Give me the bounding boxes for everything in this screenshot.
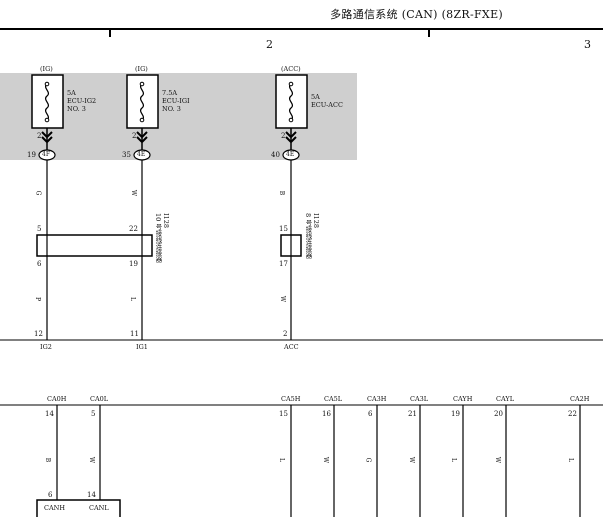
wire-color: L	[566, 458, 574, 462]
pin-number: 22	[129, 225, 138, 233]
wire-color: W	[279, 295, 287, 303]
pin-number: 6	[368, 410, 373, 418]
bottom-connector-box	[36, 499, 121, 517]
connector-name: I128 10 号接线连接器	[154, 213, 170, 262]
wire-color: W	[494, 456, 502, 464]
can-signal-label: CAYH	[453, 395, 473, 403]
wire-color: L	[277, 458, 285, 462]
connector-label: 10 号接线连接器	[154, 213, 162, 263]
pin-number: 19	[451, 410, 460, 418]
fuse-amp: 5A	[67, 89, 76, 97]
connector-code: 4E	[137, 151, 146, 158]
fuse-ecu-ig1	[126, 74, 159, 129]
pin-number: 35	[122, 151, 131, 159]
can-signal-label: CAYL	[496, 395, 515, 403]
pin-number: 11	[130, 330, 139, 338]
pin-number: 21	[408, 410, 417, 418]
pin-number: 14	[87, 491, 96, 499]
sheet-number-3: 3	[584, 38, 591, 51]
pin-number: 20	[494, 410, 503, 418]
wire-color: B	[278, 190, 286, 196]
connector-code: 4E	[286, 151, 295, 158]
can-signal-label: CA0H	[47, 395, 67, 403]
terminal-label: IG1	[136, 343, 148, 351]
pin-number: 6	[48, 491, 53, 499]
pin-number: 15	[279, 225, 288, 233]
wire-color: W	[130, 189, 138, 197]
pin-number: 19	[27, 151, 36, 159]
wire-color: W	[322, 456, 330, 464]
wire-color: G	[34, 190, 42, 196]
can-signal-label: CANH	[44, 504, 66, 512]
pin-number: 15	[279, 410, 288, 418]
pin-number: 2	[37, 132, 42, 140]
terminal-arrows	[38, 128, 300, 161]
wire-color: W	[88, 456, 96, 464]
pin-number: 40	[271, 151, 280, 159]
can-signal-label: CA5L	[324, 395, 343, 403]
fuse-amp: 5A	[311, 93, 320, 101]
fuse-power-label: (IG)	[40, 65, 53, 73]
fuse-power-label: (IG)	[135, 65, 148, 73]
connector-code: 4F	[42, 151, 50, 158]
fuse-no: NO. 3	[67, 105, 86, 113]
pin-number: 12	[34, 330, 43, 338]
can-signal-label: CA2H	[570, 395, 590, 403]
page-title: 多路通信系统 (CAN) (8ZR-FXE)	[330, 8, 503, 21]
wire-color: L	[449, 458, 457, 462]
pin-number: 2	[283, 330, 288, 338]
pin-number: 6	[37, 260, 42, 268]
can-signal-label: CA5H	[281, 395, 301, 403]
pin-number: 2	[132, 132, 137, 140]
terminal-label: ACC	[284, 343, 299, 351]
wire-color: W	[408, 456, 416, 464]
pin-number: 16	[322, 410, 331, 418]
wire-color: L	[128, 297, 136, 301]
pin-number: 19	[129, 260, 138, 268]
fuse-ecu-acc	[275, 74, 308, 129]
connector-label: 8 号接线连接器	[304, 213, 312, 259]
pin-number: 5	[37, 225, 42, 233]
fuse-power-label: (ACC)	[281, 65, 301, 73]
wire-color: G	[364, 457, 372, 463]
fuse-amp: 7.5A	[162, 89, 178, 97]
can-signal-label: CA0L	[90, 395, 109, 403]
terminal-label: IG2	[40, 343, 52, 351]
fuse-name: ECU-IG2	[67, 97, 97, 105]
fuse-ecu-ig2	[31, 74, 64, 129]
pin-number: 14	[45, 410, 54, 418]
connector-code: I128	[162, 213, 170, 228]
pin-number: 2	[281, 132, 286, 140]
wire-color: P	[34, 296, 42, 302]
junction-connector-10	[36, 234, 153, 257]
can-signal-label: CANL	[89, 504, 109, 512]
connector-name: I128 8 号接线连接器	[304, 213, 320, 258]
can-wires	[56, 405, 581, 517]
fuse-name: ECU-ACC	[311, 101, 343, 109]
pin-number: 5	[91, 410, 96, 418]
can-signal-label: CA3L	[410, 395, 429, 403]
fuse-no: NO. 3	[162, 105, 181, 113]
sheet-number-2: 2	[266, 38, 273, 51]
can-signal-label: CA3H	[367, 395, 387, 403]
fuse-name: ECU-IGI	[162, 97, 190, 105]
connector-code: I128	[312, 213, 320, 228]
wire-color: B	[44, 457, 52, 463]
pin-number: 17	[279, 260, 288, 268]
pin-number: 22	[568, 410, 577, 418]
